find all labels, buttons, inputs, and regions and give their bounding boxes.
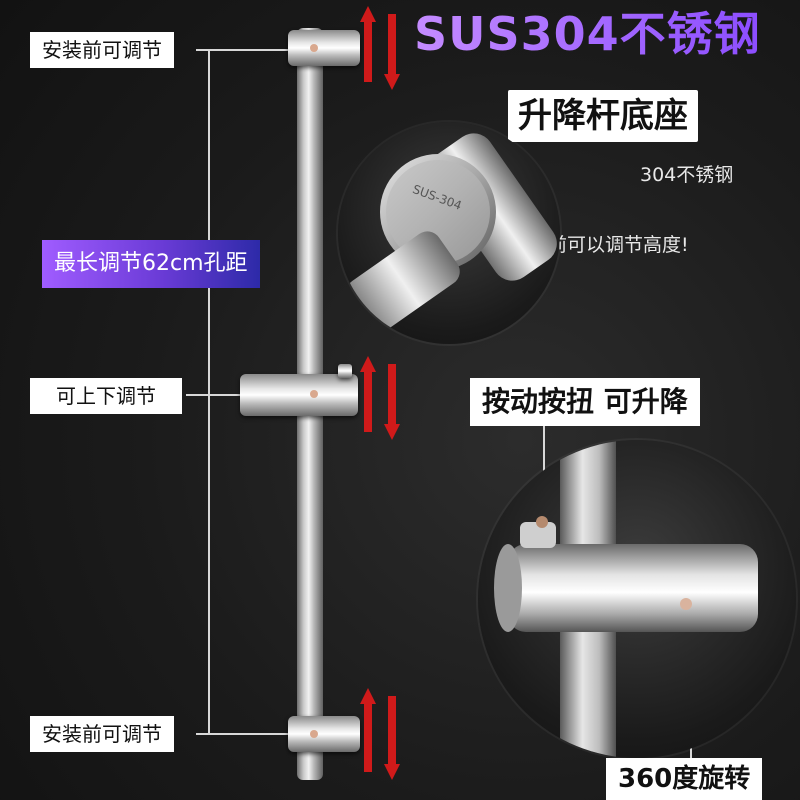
label-top-adjust: 安装前可调节: [30, 32, 174, 68]
rotation-label: 360度旋转: [606, 758, 763, 800]
guide-line-middle: [186, 394, 242, 396]
slider-detail-image: [478, 440, 796, 758]
top-bracket: [288, 30, 360, 66]
guide-line-vertical: [208, 50, 210, 734]
base-detail-drawing: SUS-304: [346, 133, 557, 333]
slider-button: [338, 364, 352, 378]
up-down-arrow-icon-bottom: [360, 688, 400, 780]
base-heading: 升降杆底座: [508, 90, 698, 142]
page-title: SUS304不锈钢: [414, 4, 761, 64]
guide-line-bottom: [196, 733, 296, 735]
label-range: 最长调节62cm孔距: [42, 240, 260, 288]
slider-bracket: [240, 374, 358, 416]
slider-screw-icon: [310, 390, 318, 398]
slider-heading: 按动按扭 可升降: [470, 378, 700, 426]
bracket-screw-icon: [310, 44, 318, 52]
up-down-arrow-icon-top: [360, 6, 400, 90]
label-middle-adjust: 可上下调节: [30, 378, 182, 414]
label-bottom-adjust: 安装前可调节: [30, 716, 174, 752]
base-material-text: 304不锈钢: [640, 164, 734, 186]
guide-line-top: [196, 49, 296, 51]
bottom-bracket: [288, 716, 360, 752]
base-detail-image: SUS-304: [338, 122, 560, 344]
bracket-screw-icon: [310, 730, 318, 738]
up-down-arrow-icon-middle: [360, 356, 400, 440]
slider-detail-drawing: [494, 440, 758, 758]
